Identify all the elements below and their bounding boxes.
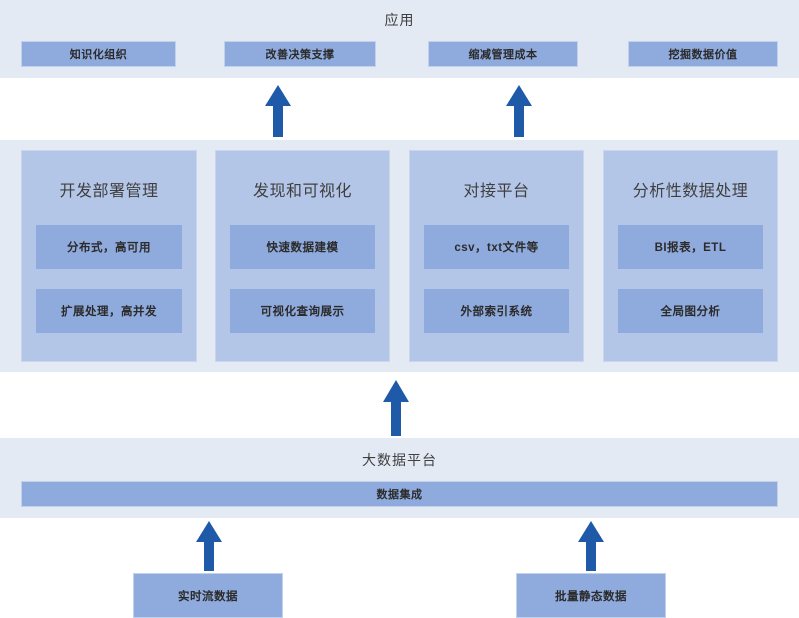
capability-column-dev-deploy-manage[interactable]: 开发部署管理 分布式，高可用 扩展处理，高并发	[21, 150, 197, 362]
capability-item-distributed-ha[interactable]: 分布式，高可用	[36, 225, 182, 269]
capability-column-header: 发现和可视化	[252, 183, 352, 200]
source-box-realtime-stream[interactable]: 实时流数据	[133, 573, 283, 618]
capability-item-scale-concurrent[interactable]: 扩展处理，高并发	[36, 289, 182, 333]
arrow-stream-source-to-platform-icon	[194, 521, 224, 571]
capability-item-external-index[interactable]: 外部索引系统	[424, 289, 569, 333]
application-box-knowledge-org[interactable]: 知识化组织	[21, 41, 176, 67]
application-layer-panel: 应用 知识化组织 改善决策支撑 缩减管理成本 挖掘数据价值	[0, 0, 799, 78]
platform-layer-title: 大数据平台	[362, 452, 437, 468]
arrow-batch-source-to-platform-icon	[576, 521, 606, 571]
capability-column-integration-platform[interactable]: 对接平台 csv，txt文件等 外部索引系统	[409, 150, 584, 362]
capability-item-global-graph[interactable]: 全局图分析	[618, 289, 763, 333]
arrow-to-improve-decision-icon	[263, 85, 293, 137]
application-box-row: 知识化组织 改善决策支撑 缩减管理成本 挖掘数据价值	[0, 41, 799, 67]
capability-item-visual-query[interactable]: 可视化查询展示	[230, 289, 375, 333]
source-box-batch-static[interactable]: 批量静态数据	[516, 573, 666, 618]
application-box-mine-data-value[interactable]: 挖掘数据价值	[628, 41, 778, 67]
capability-item-fast-data-modeling[interactable]: 快速数据建模	[230, 225, 375, 269]
capability-item-csv-txt-files[interactable]: csv，txt文件等	[424, 225, 569, 269]
capability-column-header: 对接平台	[463, 183, 530, 200]
capability-column-discover-visualize[interactable]: 发现和可视化 快速数据建模 可视化查询展示	[215, 150, 390, 362]
capability-column-header: 分析性数据处理	[632, 183, 749, 200]
capability-column-header: 开发部署管理	[59, 183, 159, 200]
capability-layer-panel: 开发部署管理 分布式，高可用 扩展处理，高并发 发现和可视化 快速数据建模 可视…	[0, 140, 799, 372]
capability-column-analytical-processing[interactable]: 分析性数据处理 BI报表，ETL 全局图分析	[603, 150, 778, 362]
capability-item-bi-report-etl[interactable]: BI报表，ETL	[618, 225, 763, 269]
arrow-to-reduce-cost-icon	[504, 85, 534, 137]
platform-data-integration-bar[interactable]: 数据集成	[21, 481, 778, 507]
platform-layer-panel: 大数据平台 数据集成	[0, 438, 799, 518]
application-box-reduce-cost[interactable]: 缩减管理成本	[428, 41, 578, 67]
application-box-improve-decision[interactable]: 改善决策支撑	[224, 41, 376, 67]
application-layer-title: 应用	[384, 12, 415, 28]
arrow-platform-to-capability-icon	[381, 380, 411, 436]
